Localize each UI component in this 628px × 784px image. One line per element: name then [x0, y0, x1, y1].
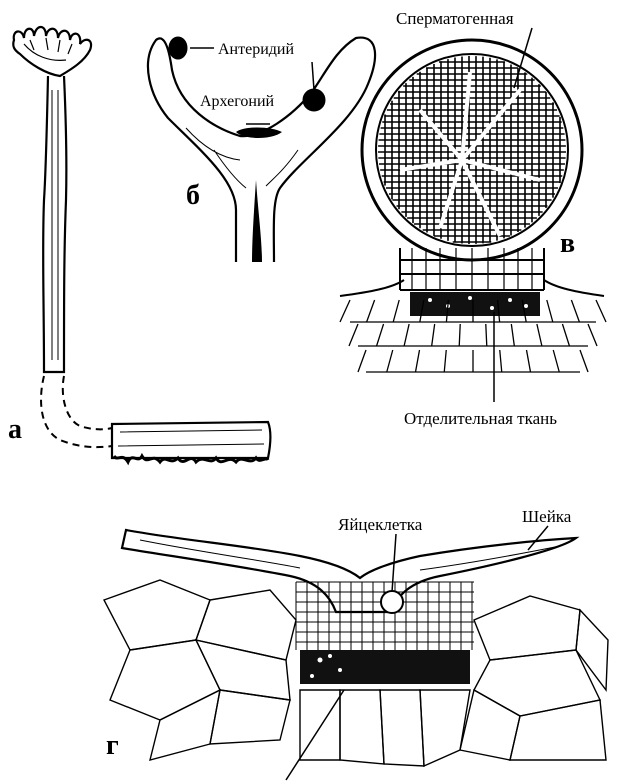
panel-v-drawing	[340, 28, 606, 402]
panel-label-b: б	[186, 180, 200, 211]
label-archegonium: Архегоний	[200, 93, 275, 110]
label-antheridium: Антеридий	[218, 41, 294, 58]
label-egg-cell: Яйцеклетка	[338, 515, 423, 534]
panel-g-drawing	[104, 526, 608, 780]
panel-label-g: г	[106, 730, 119, 761]
panel-label-a: а	[8, 414, 22, 445]
label-separating-tissue: Отделительная ткань	[404, 409, 557, 428]
label-spermatogenous: Сперматогенная	[396, 9, 514, 28]
label-neck: Шейка	[522, 507, 572, 526]
panel-label-v: в	[560, 228, 575, 259]
panel-b-drawing	[148, 37, 375, 262]
